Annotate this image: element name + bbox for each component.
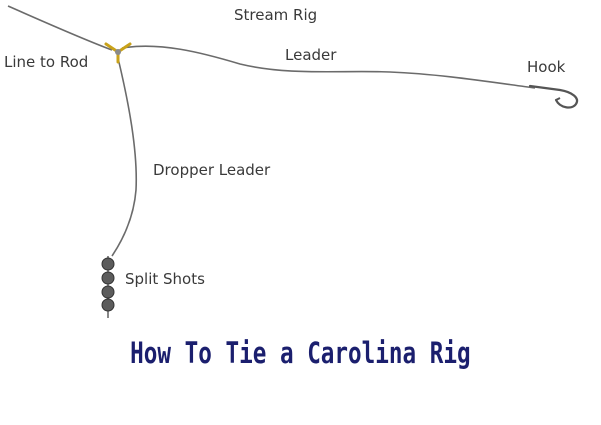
split-shots-icon [101, 256, 115, 318]
caption-title: How To Tie a Carolina Rig [130, 336, 471, 370]
label-dropper-leader: Dropper Leader [153, 161, 271, 179]
swivel-icon [104, 42, 132, 64]
leader-line [121, 45, 536, 89]
label-leader: Leader [285, 46, 337, 64]
label-hook: Hook [527, 58, 566, 76]
hook-icon [528, 84, 579, 109]
diagram-title: Stream Rig [234, 6, 317, 24]
dropper-leader-line [111, 57, 138, 257]
line-to-rod-line [7, 5, 113, 51]
label-line-to-rod: Line to Rod [4, 53, 88, 71]
label-split-shots: Split Shots [125, 270, 205, 288]
